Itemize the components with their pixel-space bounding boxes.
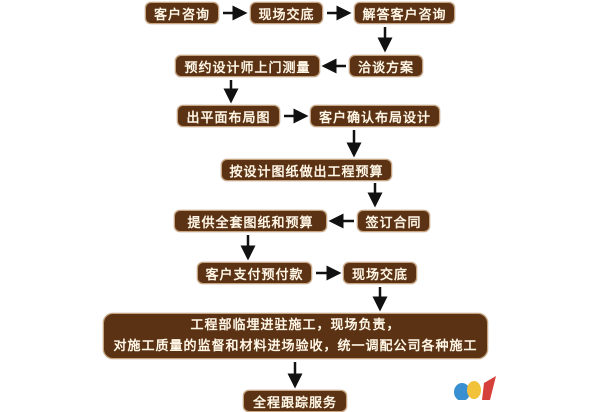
step-box: 预约设计师上门测量	[175, 55, 320, 77]
step-box: 出平面布局图	[177, 105, 280, 127]
step-box: 现场交底	[250, 2, 323, 24]
step-box: 洽谈方案	[349, 55, 423, 77]
step-box: 按设计图纸做出工程预算	[221, 159, 392, 181]
construction-line-2: 对施工质量的监督和材料进场验收，统一调配公司各种施工	[113, 339, 478, 354]
step-box: 解答客户咨询	[354, 2, 455, 24]
step-box: 客户支付预付款	[197, 262, 312, 284]
construction-line-1: 工程部临埋进驻施工，现场负责，	[190, 318, 401, 333]
construction-box: 工程部临埋进驻施工，现场负责， 对施工质量的监督和材料进场验收，统一调配公司各种…	[103, 313, 488, 359]
step-box: 现场交底	[343, 262, 417, 284]
step-box: 客户确认布局设计	[310, 105, 440, 127]
step-box: 客户咨询	[145, 2, 219, 24]
step-box: 签订合同	[357, 210, 430, 232]
step-box: 提供全套图纸和预算	[174, 210, 327, 232]
flow-arrows	[223, 5, 393, 389]
watermark-logo-icon	[454, 376, 496, 400]
